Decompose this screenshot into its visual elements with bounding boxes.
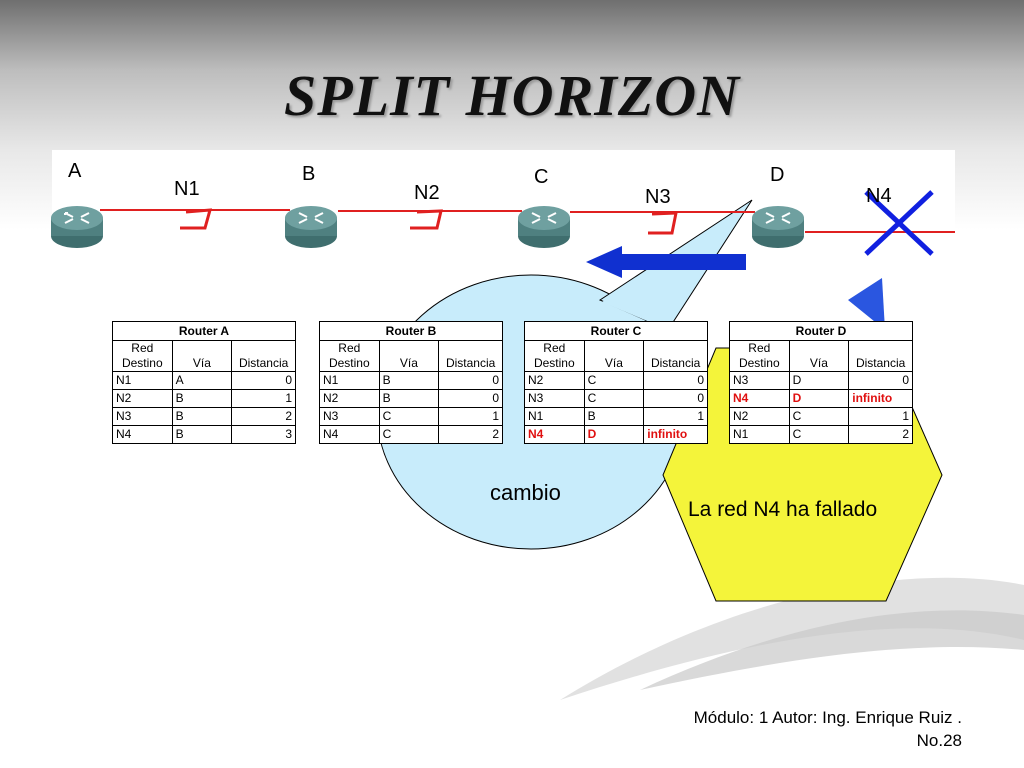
network-n1-label: N1 (174, 178, 200, 200)
network-n2-label: N2 (414, 182, 440, 204)
router-b-icon (285, 206, 337, 248)
hexagon-pointer (848, 278, 885, 330)
hexagon-callout-text: La red N4 ha fallado (688, 498, 878, 521)
failure-x-icon (864, 190, 934, 256)
router-c-label: C (534, 166, 549, 188)
slide-title: SPLIT HORIZON (283, 63, 741, 128)
router-d-icon (752, 206, 804, 248)
col-distance-header: Distancia (231, 340, 296, 372)
router-b-label: B (302, 163, 316, 185)
col-distance-header: Distancia (848, 340, 913, 372)
left-arrow-icon (586, 246, 746, 278)
footer-author: Módulo: 1 Autor: Ing. Enrique Ruiz . (693, 708, 962, 727)
col-via-header: Vía (583, 340, 645, 372)
table-title: Router D (729, 321, 913, 341)
col-via-header: Vía (788, 340, 850, 372)
router-a-icon (51, 206, 103, 248)
col-distance-header: Distancia (643, 340, 708, 372)
col-distance-header: Distancia (438, 340, 503, 372)
table-title: Router C (524, 321, 708, 341)
serial-link-symbols (180, 208, 678, 235)
table-title: Router B (319, 321, 503, 341)
router-a-label: A (68, 160, 82, 182)
col-via-header: Vía (378, 340, 440, 372)
col-via-header: Vía (171, 340, 233, 372)
router-d-label: D (770, 164, 785, 186)
diagram-panel (52, 150, 955, 298)
network-n3-label: N3 (645, 186, 671, 208)
footer-page-number: No.28 (916, 731, 962, 750)
slide-footer: Módulo: 1 Autor: Ing. Enrique Ruiz . No.… (694, 706, 962, 752)
table-title: Router A (112, 321, 296, 341)
router-c-icon (518, 206, 570, 248)
bubble-callout-text: cambio (490, 480, 561, 505)
network-n4-label: N4 (866, 185, 892, 207)
